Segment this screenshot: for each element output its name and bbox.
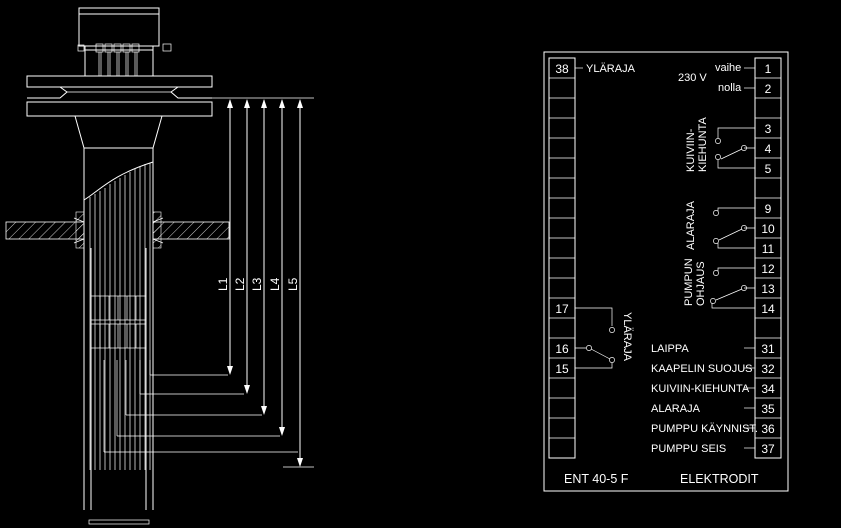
label-ylaraja-top: YLÄRAJA xyxy=(586,63,636,75)
terminal-11: 11 xyxy=(762,242,775,256)
dim-L3: L3 xyxy=(250,277,264,291)
terminal-14: 14 xyxy=(761,302,775,316)
label-high-limit: YLÄRAJA xyxy=(621,312,633,362)
label-low-limit: ALARAJA xyxy=(685,200,697,250)
label-pump-control-1: PUMPUN xyxy=(683,258,695,306)
control-unit: 38 17 16 15 1 2 3 4 5 9 10 11 12 13 14 3… xyxy=(543,51,789,492)
relay-low-limit: ALARAJA xyxy=(685,200,755,250)
terminal-34: 34 xyxy=(761,382,775,396)
label-dry-boil-1: KUIVIIN- xyxy=(685,128,697,172)
terminal-4: 4 xyxy=(765,142,772,156)
left-terminal-strip xyxy=(548,57,576,459)
dimension-lines: L1 L2 L3 L4 L5 xyxy=(212,97,314,468)
terminal-17: 17 xyxy=(555,302,569,316)
terminal-36: 36 xyxy=(761,422,775,436)
terminal-32: 32 xyxy=(761,362,775,376)
electrode-rods xyxy=(89,163,151,470)
terminal-15: 15 xyxy=(555,362,569,376)
terminal-9: 9 xyxy=(765,202,772,216)
label-pumppu-kaynnist: PUMPPU KÄYNNIST. xyxy=(651,423,758,435)
electrode-tip-leaders xyxy=(103,360,298,453)
terminal-1: 1 xyxy=(765,62,772,76)
terminal-37: 37 xyxy=(761,442,775,456)
unit-title: ELEKTRODIT xyxy=(680,472,759,486)
terminal-38: 38 xyxy=(555,62,569,76)
terminal-12: 12 xyxy=(761,262,775,276)
spacers xyxy=(90,295,147,349)
label-dry-boil-2: KIEHUNTA xyxy=(697,117,709,172)
dim-L4: L4 xyxy=(268,277,282,291)
right-terminal-strip xyxy=(754,57,782,459)
terminal-posts xyxy=(77,43,172,76)
label-neutral: nolla xyxy=(718,82,742,94)
terminal-31: 31 xyxy=(761,342,775,356)
label-pump-control-2: OHJAUS xyxy=(695,261,707,306)
label-kaapelin-suojus: KAAPELIN SUOJUS xyxy=(651,363,752,375)
unit-model: ENT 40-5 F xyxy=(564,472,629,486)
label-phase: vaihe xyxy=(715,62,741,74)
terminal-2: 2 xyxy=(765,82,772,96)
label-pumppu-seis: PUMPPU SEIS xyxy=(651,443,726,455)
relay-high-limit: YLÄRAJA xyxy=(575,307,633,369)
terminal-35: 35 xyxy=(761,402,775,416)
electrode-labels: LAIPPA KAAPELIN SUOJUS KUIVIIN-KIEHUNTA … xyxy=(651,343,758,455)
label-alaraja: ALARAJA xyxy=(651,403,701,415)
dim-L5: L5 xyxy=(286,277,300,291)
dim-L1: L1 xyxy=(216,277,230,291)
label-laippa: LAIPPA xyxy=(651,343,689,355)
label-kuiviin-kiehunta: KUIVIIN-KIEHUNTA xyxy=(651,383,750,395)
relay-pump-control: PUMPUN OHJAUS xyxy=(683,258,755,309)
terminal-10: 10 xyxy=(761,222,775,236)
label-voltage: 230 V xyxy=(678,72,707,84)
electrode-assembly xyxy=(5,7,298,525)
mounting-wall xyxy=(5,211,230,249)
terminal-3: 3 xyxy=(765,122,772,136)
terminal-5: 5 xyxy=(765,162,772,176)
unit-outline xyxy=(543,51,789,492)
terminal-13: 13 xyxy=(761,282,775,296)
dim-L2: L2 xyxy=(233,277,247,291)
terminal-16: 16 xyxy=(555,342,569,356)
relay-dry-boil: KUIVIIN- KIEHUNTA xyxy=(685,117,755,172)
